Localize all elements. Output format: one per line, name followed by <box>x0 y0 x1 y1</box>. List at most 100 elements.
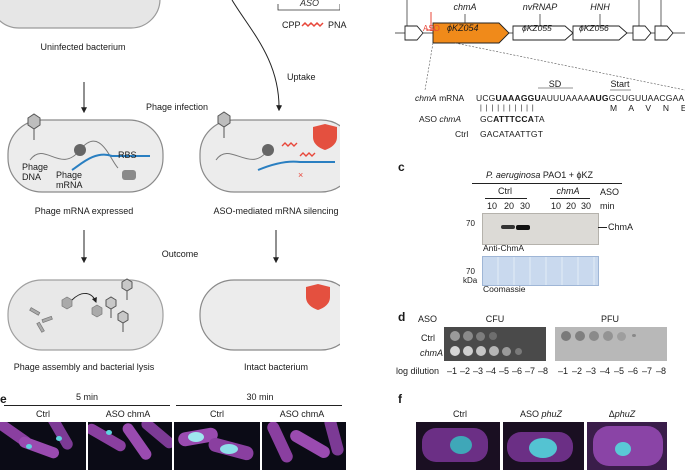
panel-f-letter: f <box>398 392 402 406</box>
cfu-label: CFU <box>485 314 505 324</box>
delta-prefix: Δ <box>608 409 615 419</box>
chmA-underline <box>550 198 590 199</box>
assembly-lysis-label: Phage assembly and bacterial lysis <box>13 362 155 372</box>
gene-box-054: ϕKZ054 <box>447 23 479 33</box>
aso-f-gene: phuZ <box>541 409 563 419</box>
time-5: 20 <box>565 201 577 211</box>
marker-70-b: 70 <box>466 267 475 276</box>
ctrl-group-label: Ctrl <box>498 186 512 196</box>
time-30min-label: 30 min <box>246 392 274 402</box>
aso-chmA-label: ASO chmA <box>419 114 461 125</box>
time-5-underline <box>4 405 170 406</box>
rbs-label: RBS <box>118 150 137 160</box>
aso-silencing-label: ASO-mediated mRNA silencing <box>213 206 339 216</box>
chmA-band-label: ChmA <box>608 222 634 232</box>
pna-label: PNA <box>328 20 347 30</box>
panel-e-letter: e <box>0 392 7 406</box>
dil-p3: –3 <box>585 366 597 376</box>
col-aso-2: ASO chmA <box>279 409 325 419</box>
mrna-seq-sd: UAAAGGU <box>495 93 541 103</box>
aso-seq-post: TA <box>534 114 545 124</box>
dil-5: –5 <box>498 366 510 376</box>
gene-label-HNH: HNH <box>590 2 610 12</box>
time-4: 10 <box>550 201 562 211</box>
aso-sequence: GCATTTCCATA <box>480 114 545 125</box>
shield-icon-intact <box>306 284 330 310</box>
col-ctrl-1: Ctrl <box>36 409 50 419</box>
ctrl-underline <box>485 198 527 199</box>
kda-label: kDa <box>463 276 478 285</box>
phage-mrna-label: Phage mRNA <box>56 170 83 190</box>
gene-056-box <box>572 25 628 41</box>
mrna-seq-post: GCUGUUAACGAA <box>608 93 685 103</box>
uptake-label: Uptake <box>287 72 316 82</box>
marker-70-a: 70 <box>466 219 475 228</box>
dil-3: –3 <box>472 366 484 376</box>
micrograph-f2 <box>503 422 584 470</box>
pfu-label: PFU <box>601 314 619 324</box>
col-delta-f: ΔphuZ <box>609 409 636 420</box>
dil-p8: –8 <box>655 366 667 376</box>
aso-label-a: ASO <box>300 0 320 8</box>
phage-infection-label: Phage infection <box>145 102 209 112</box>
dil-6: –6 <box>511 366 523 376</box>
title-rest: PAO1 + ϕKZ <box>540 170 594 180</box>
svg-text:×: × <box>298 170 303 180</box>
time-5min-label: 5 min <box>75 392 99 402</box>
panel-c-title: P. aeruginosa PAO1 + ϕKZ <box>486 170 593 181</box>
panel-c-letter: c <box>398 160 405 174</box>
shield-icon <box>313 124 337 150</box>
dil-7: –7 <box>524 366 536 376</box>
aso-label-d: ASO <box>418 314 438 324</box>
dil-p1: –1 <box>557 366 569 376</box>
row-chmA-label: chmA <box>420 348 444 358</box>
released-phages <box>105 278 133 332</box>
gene-chmA-box <box>432 22 510 44</box>
micrograph-e2 <box>88 422 172 470</box>
aso-label-c: ASO <box>600 187 620 197</box>
dil-p6: –6 <box>627 366 639 376</box>
time-3: 30 <box>519 201 531 211</box>
phage-mrna-strand <box>71 153 150 171</box>
col-ctrl-2: Ctrl <box>210 409 224 419</box>
mrna-suffix: mRNA <box>436 93 465 103</box>
blot-coomassie <box>482 256 599 286</box>
coomassie-label: Coomassie <box>483 284 526 294</box>
dil-4: –4 <box>485 366 497 376</box>
band-20min <box>501 225 515 229</box>
gene-label-nvRNAP: nvRNAP <box>522 2 558 12</box>
dil-8: –8 <box>537 366 549 376</box>
mrna-seq-start: AUG <box>589 93 609 103</box>
aso-f-prefix: ASO <box>519 409 542 419</box>
intact-label: Intact bacterium <box>243 362 309 372</box>
col-aso-1: ASO chmA <box>105 409 151 419</box>
cfu-plate <box>444 327 546 361</box>
panel-a-schematic: × <box>0 0 340 351</box>
dil-2: –2 <box>459 366 471 376</box>
uninfected-bacterium-cell <box>0 0 161 29</box>
amino-acids: M A V N E <box>610 103 685 113</box>
mrna-row: chmA mRNA <box>415 93 464 104</box>
outcome-label: Outcome <box>161 249 199 259</box>
col-aso-f: ASO phuZ <box>520 409 562 420</box>
col-ctrl-f: Ctrl <box>453 409 467 419</box>
aso-label-b: ASO <box>423 24 440 33</box>
infected-cell-right <box>199 119 340 193</box>
mrna-gene-name: chmA <box>415 93 437 103</box>
delta-gene: phuZ <box>614 409 636 419</box>
time-1: 10 <box>486 201 498 211</box>
lysis-cell <box>7 279 164 351</box>
cpp-pna-molecule <box>301 21 324 28</box>
band-30min <box>516 225 530 230</box>
time-6: 30 <box>580 201 592 211</box>
log-dilution-label: log dilution <box>396 366 440 376</box>
time-30-underline <box>176 405 342 406</box>
micrograph-e3 <box>174 422 260 470</box>
dil-p2: –2 <box>571 366 583 376</box>
panel-b-gene-map <box>395 0 685 91</box>
gene-055-box <box>512 25 574 41</box>
uninfected-label: Uninfected bacterium <box>40 42 126 52</box>
ctrl-sequence: GACATAATTGT <box>480 129 544 139</box>
dil-p4: –4 <box>599 366 611 376</box>
gene-label-chmA: chmA <box>453 2 477 12</box>
